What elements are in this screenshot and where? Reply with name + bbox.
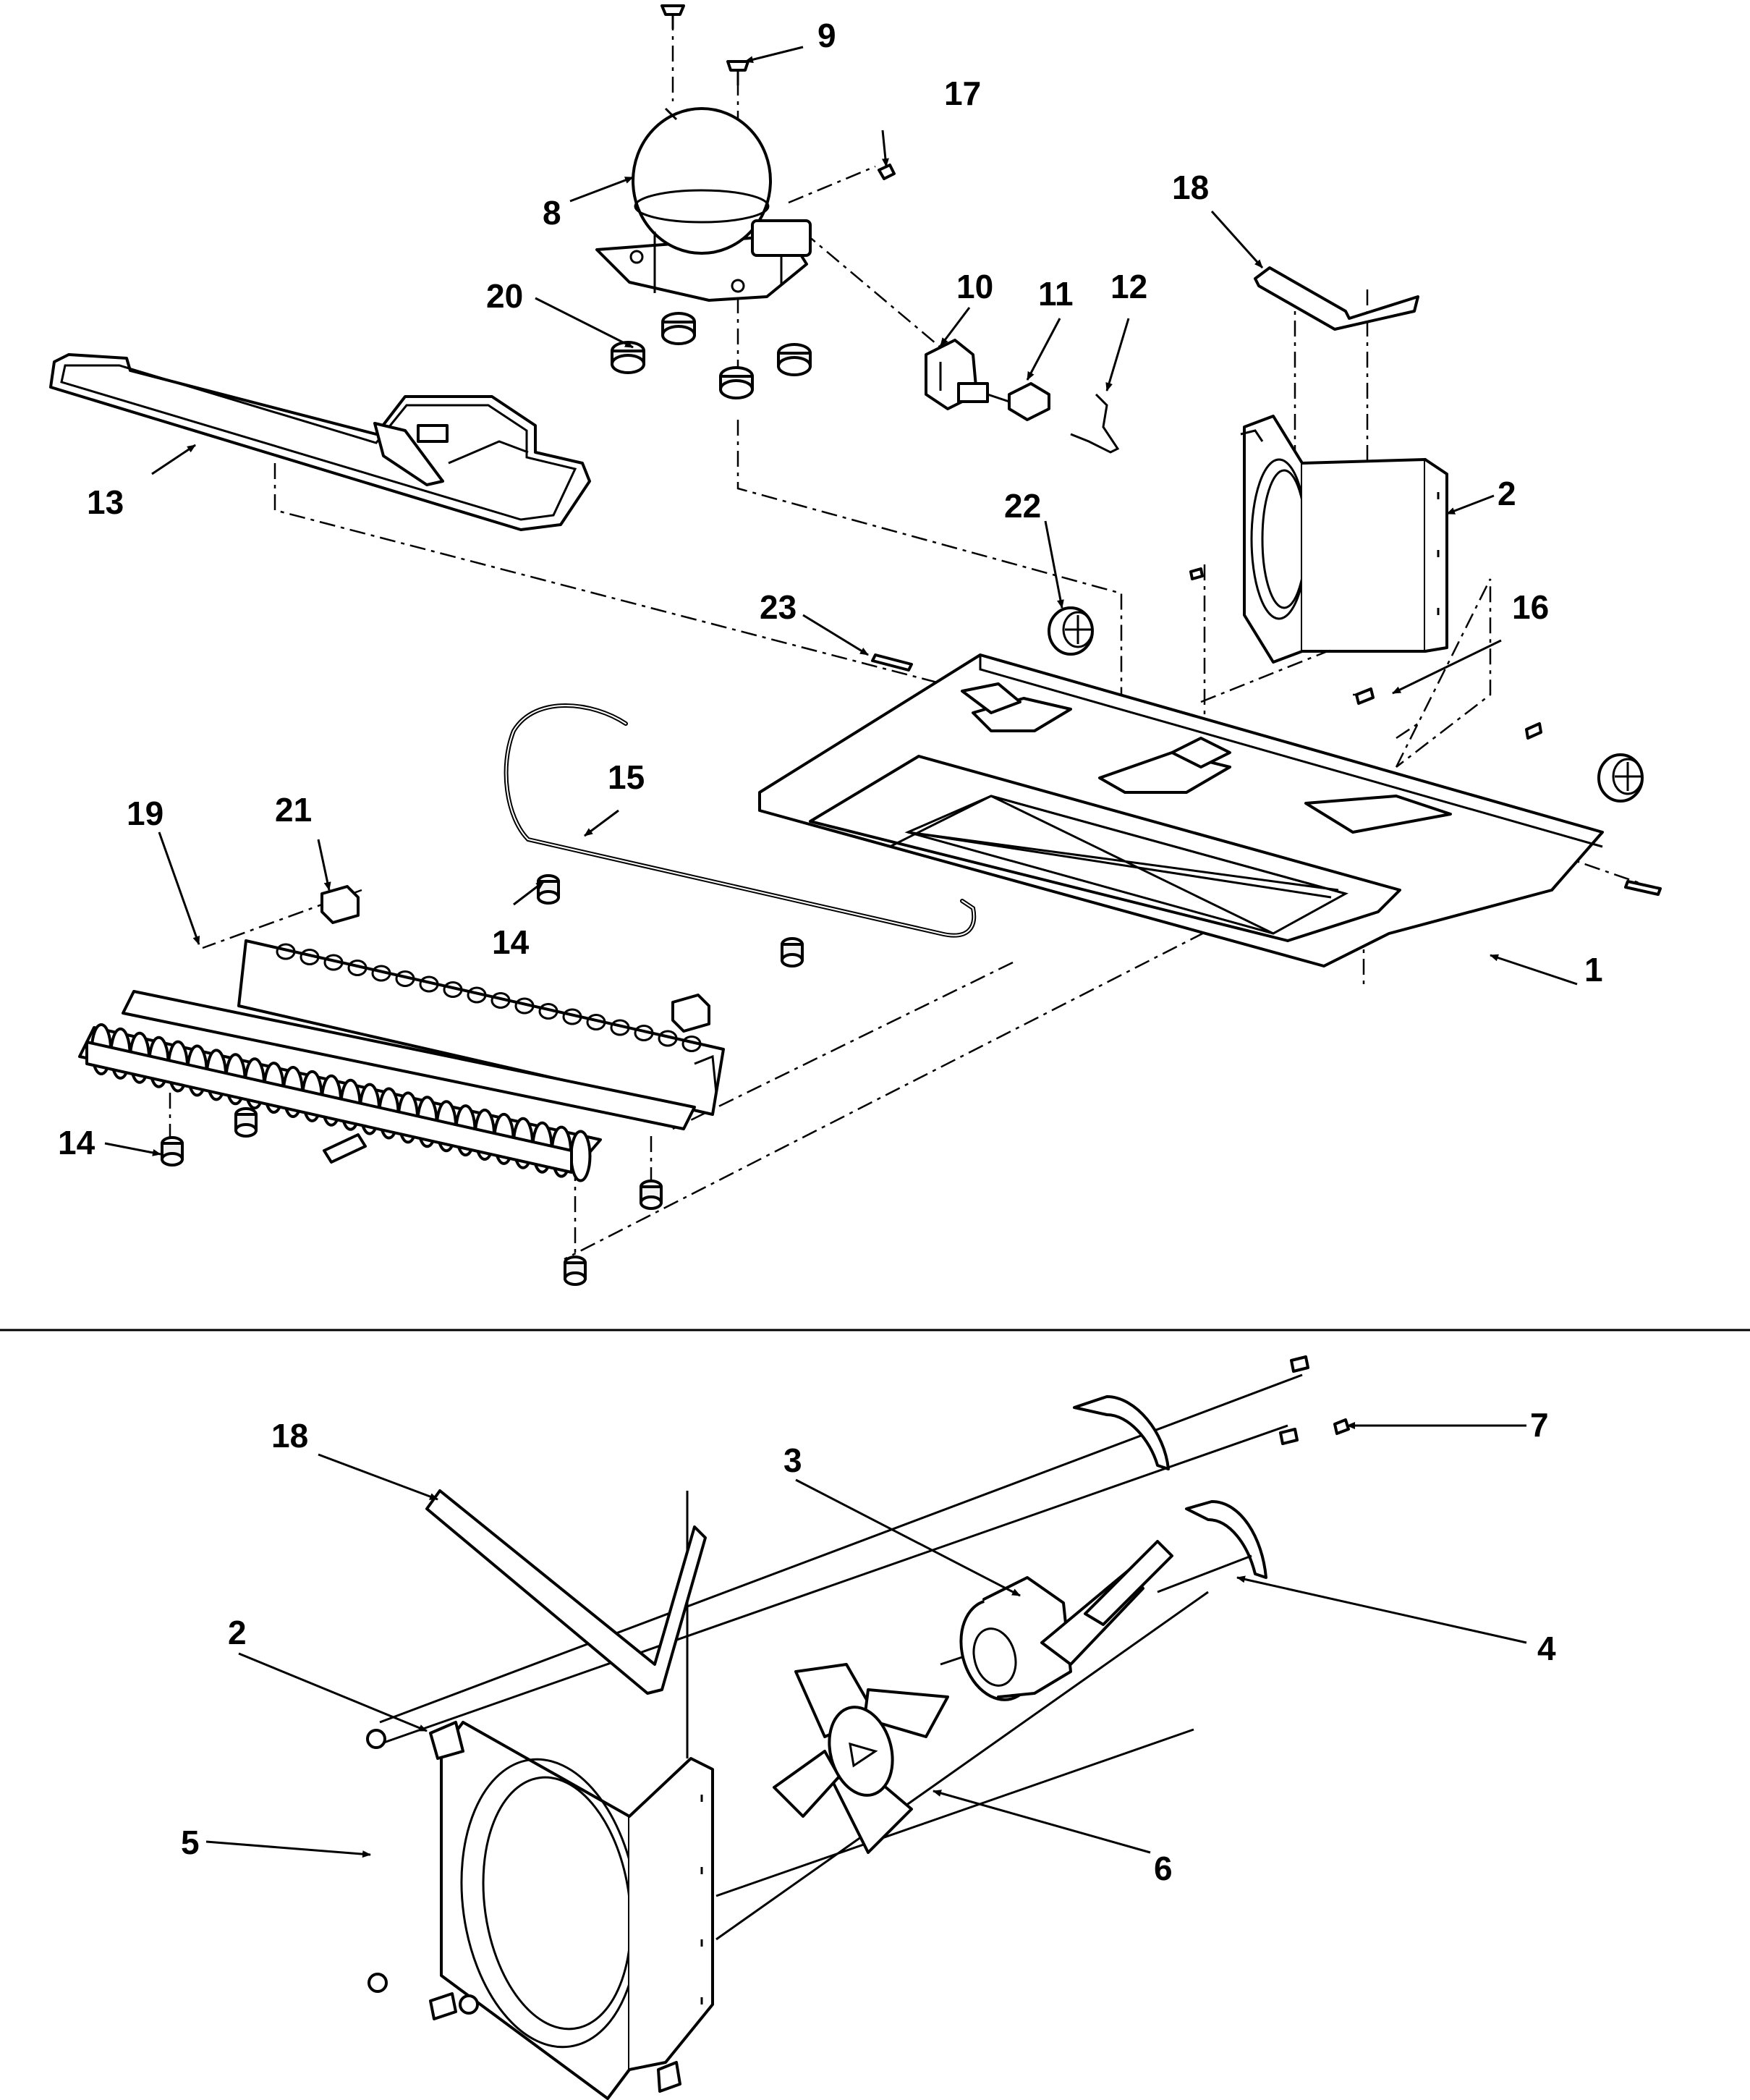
- callout-5: 5: [181, 1824, 200, 1861]
- coil-loop-back: [490, 992, 511, 1009]
- motor-screw-icon: [1279, 1355, 1350, 1445]
- coil-loop-back: [586, 1014, 606, 1030]
- callout-10: 10: [956, 268, 993, 305]
- coil-loop-back: [634, 1025, 654, 1041]
- coil-loop-back: [300, 949, 320, 965]
- callout-17: 17: [944, 75, 981, 112]
- coil-loop-back: [347, 960, 368, 976]
- callout-8: 8: [543, 194, 561, 232]
- shroud-screw-icon: [366, 1729, 479, 2015]
- callout-12: 12: [1110, 268, 1147, 305]
- fan-shroud-top: [1240, 415, 1448, 664]
- coil-loop-back: [419, 975, 439, 993]
- callout-2-top: 2: [1498, 475, 1516, 512]
- coil-loop-back: [323, 954, 344, 971]
- coil-loop-back: [395, 970, 415, 987]
- support-bracket-top: [1254, 266, 1419, 331]
- callout-7: 7: [1530, 1406, 1549, 1444]
- callout-3: 3: [783, 1441, 802, 1479]
- callout-15: 15: [608, 758, 645, 796]
- coil-loop-back: [610, 1019, 630, 1036]
- callout-16: 16: [1512, 588, 1549, 626]
- screw-icon: [878, 164, 896, 180]
- coil-clip: [320, 885, 710, 1033]
- coil-loop-back: [467, 986, 487, 1004]
- coil-loop-back: [658, 1030, 678, 1047]
- overload-protector: [987, 382, 1050, 421]
- coil-loop-back: [276, 943, 296, 960]
- callout-19: 19: [127, 795, 163, 832]
- coil-loop-back: [443, 981, 463, 998]
- spacer-set: [161, 874, 804, 1286]
- condenser-coil: [78, 939, 725, 1182]
- mounting-screw-icon: [1189, 567, 1542, 740]
- callout-22: 22: [1004, 487, 1041, 525]
- callout-18-bottom: 18: [271, 1417, 308, 1455]
- base-plate: [758, 653, 1604, 968]
- coil-loop: [569, 1130, 592, 1182]
- wire-clip: [1070, 393, 1120, 454]
- callout-20: 20: [486, 277, 523, 315]
- callout-14-left: 14: [58, 1124, 95, 1161]
- pin: [871, 653, 1662, 896]
- relay: [925, 339, 989, 410]
- base-foot: [1048, 606, 1644, 803]
- coil-loop-back: [514, 997, 535, 1015]
- compressor: [595, 107, 812, 302]
- fan-blade: [773, 1663, 949, 1854]
- callout-18-top: 18: [1172, 169, 1209, 206]
- coil-loop-back: [538, 1003, 558, 1020]
- coil-loop-back: [562, 1008, 582, 1025]
- support-bracket-bottom: [425, 1489, 707, 1695]
- callout-11: 11: [1038, 275, 1074, 313]
- callout-13: 13: [87, 483, 124, 521]
- callout-23: 23: [760, 588, 797, 626]
- fan-shroud-bottom: [429, 1721, 714, 2100]
- callout-4: 4: [1537, 1630, 1556, 1667]
- motor-bracket: [1073, 1395, 1267, 1593]
- callout-9: 9: [817, 17, 836, 54]
- callout-2-bottom: 2: [228, 1614, 247, 1651]
- grommet-set: [611, 312, 812, 399]
- leader-lines: [104, 46, 1578, 1858]
- callout-1: 1: [1584, 951, 1603, 988]
- callout-6: 6: [1154, 1850, 1173, 1887]
- callout-labels: 1 2 2 3 4 5 6 7 8 9 10 11 12 13 14 14 15…: [58, 17, 1603, 1887]
- coil-loop-back: [681, 1036, 702, 1052]
- drain-pan: [49, 353, 591, 531]
- condenser-tube: [504, 703, 977, 938]
- callout-21: 21: [275, 791, 312, 829]
- bolt-icon: [661, 4, 749, 85]
- coil-loop-back: [371, 965, 391, 982]
- callout-14-mid: 14: [492, 923, 530, 961]
- fan-motor: [940, 1540, 1173, 1701]
